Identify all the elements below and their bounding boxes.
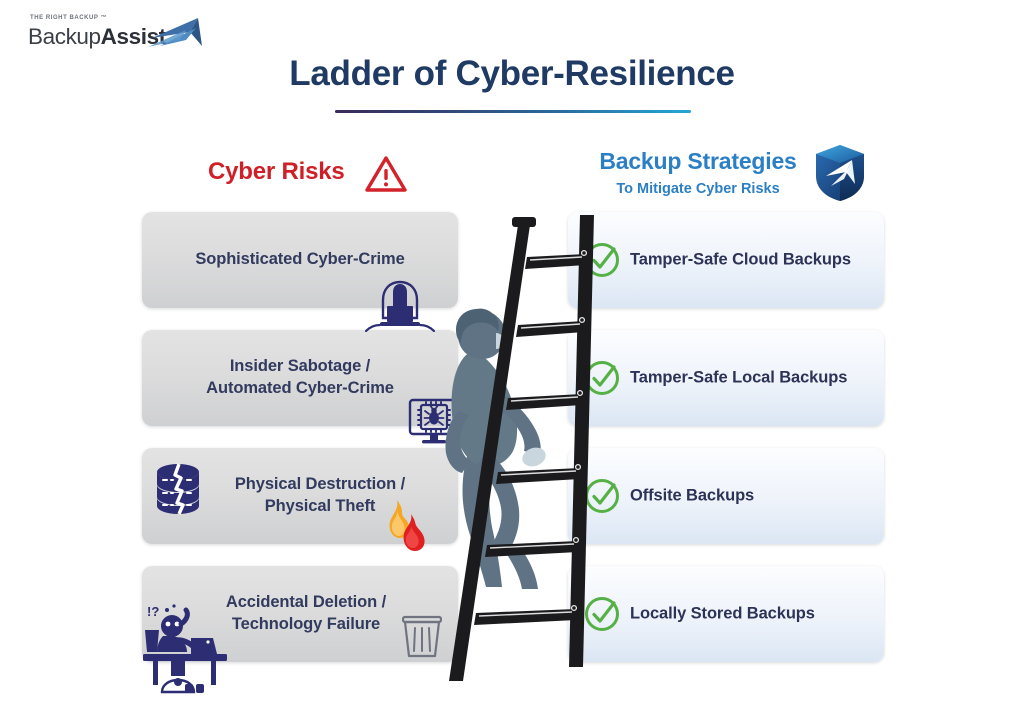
- risk-card-2[interactable]: Insider Sabotage / Automated Cyber-Crime: [142, 330, 458, 426]
- strategy-card-3[interactable]: Offsite Backups: [568, 448, 884, 544]
- ladder-rails-and-rungs: [449, 215, 594, 681]
- strategy-card-2-label: Tamper-Safe Local Backups: [630, 368, 848, 387]
- risk-card-2-line1: Insider Sabotage /: [229, 357, 371, 376]
- frustrated-person-desk-icon: !?: [143, 604, 227, 694]
- monitor-bug-chip-icon: [408, 398, 460, 444]
- page-title: Ladder of Cyber-Resilience: [289, 54, 735, 93]
- blue-shield-icon: [816, 145, 864, 201]
- svg-text:!?: !?: [147, 604, 159, 619]
- warning-triangle-icon: [365, 156, 407, 192]
- risk-card-3-label: Physical Destruction / Physical Theft: [142, 474, 458, 518]
- ladder-and-climber: [445, 215, 594, 681]
- cracked-database-icon: [157, 463, 199, 515]
- brand-name-light: Backup: [28, 24, 101, 49]
- risk-card-4-line1: Accidental Deletion /: [225, 593, 387, 612]
- trash-bin-icon: [402, 615, 442, 658]
- risk-card-1-label: Sophisticated Cyber-Crime: [195, 250, 405, 269]
- risk-card-2-label: Insider Sabotage / Automated Cyber-Crime: [142, 356, 458, 400]
- risk-card-4-line2: Technology Failure: [231, 615, 381, 633]
- ladder-illustration: [430, 215, 610, 700]
- right-column-subheading: To Mitigate Cyber Risks: [616, 181, 780, 197]
- flame-icon: [389, 500, 425, 551]
- left-column-heading: Cyber Risks: [208, 158, 345, 185]
- strategy-card-2[interactable]: Tamper-Safe Local Backups: [568, 330, 884, 426]
- brand-tagline: The Right Backup ™: [30, 15, 108, 21]
- brand-logo: The Right Backup ™ BackupAssist: [28, 14, 218, 60]
- title-underline-rule: [335, 110, 691, 113]
- green-check-circle-icon: [585, 597, 619, 631]
- right-column-heading: Backup Strategies: [599, 148, 797, 174]
- risk-card-3-line1: Physical Destruction /: [234, 475, 406, 494]
- risk-card-3-line2: Physical Theft: [264, 497, 376, 515]
- strategy-card-4-label: Locally Stored Backups: [630, 604, 815, 623]
- strategy-card-1-label: Tamper-Safe Cloud Backups: [630, 250, 851, 269]
- strategy-card-3-label: Offsite Backups: [630, 486, 755, 505]
- arrow-mark-icon: [148, 18, 202, 47]
- strategy-card-1[interactable]: Tamper-Safe Cloud Backups: [568, 212, 884, 308]
- risk-card-4-label: Accidental Deletion / Technology Failure: [142, 592, 458, 636]
- hacker-laptop-icon: [364, 280, 436, 333]
- strategy-card-4[interactable]: Locally Stored Backups: [568, 566, 884, 662]
- risk-card-2-line2: Automated Cyber-Crime: [206, 379, 394, 397]
